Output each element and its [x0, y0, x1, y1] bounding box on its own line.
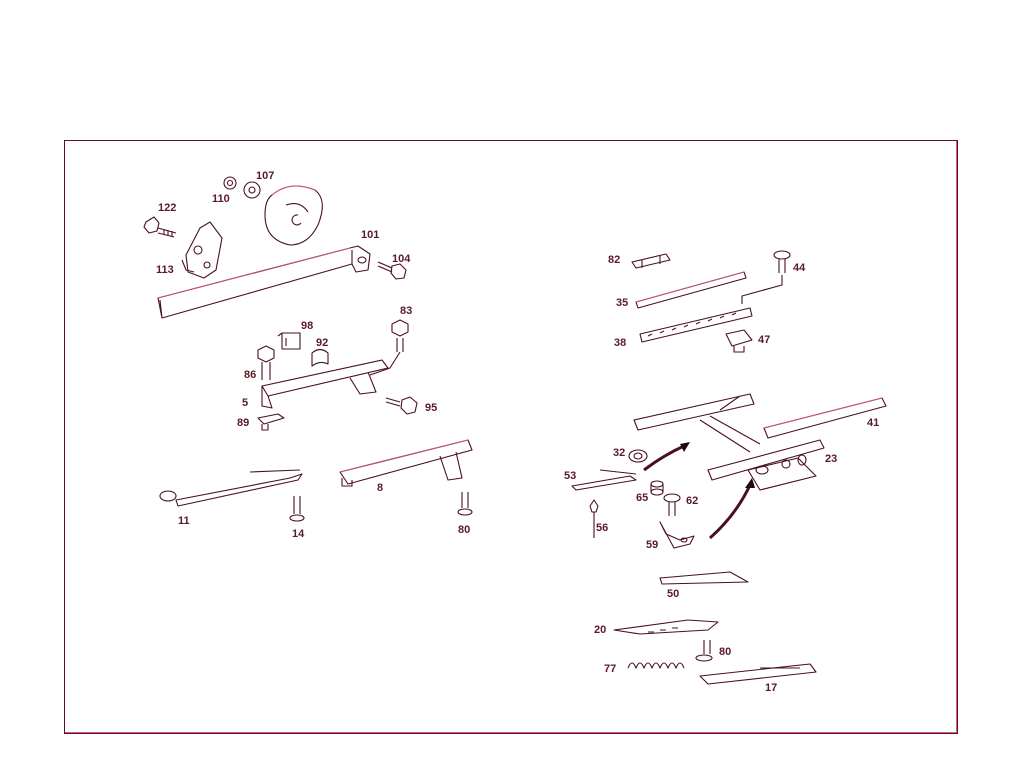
arrow-icon [643, 444, 752, 540]
diagram-frame [64, 140, 958, 734]
lever-53-icon [571, 469, 637, 491]
bracket-113-icon [181, 221, 223, 279]
callout-50[interactable]: 50 [667, 588, 680, 600]
plate-50-icon [659, 571, 749, 585]
callout-38[interactable]: 38 [614, 337, 627, 349]
callout-59[interactable]: 59 [646, 539, 659, 551]
slider-20-icon [613, 619, 719, 635]
plate-82-icon [631, 253, 671, 269]
callout-44[interactable]: 44 [793, 262, 806, 274]
screw-62-icon [663, 493, 681, 516]
callout-41[interactable]: 41 [867, 417, 880, 429]
callout-32[interactable]: 32 [613, 447, 626, 459]
callout-92[interactable]: 92 [316, 337, 329, 349]
rail-38-icon [639, 307, 753, 343]
callout-113[interactable]: 113 [156, 264, 174, 276]
callout-23[interactable]: 23 [825, 453, 838, 465]
callout-89[interactable]: 89 [237, 417, 250, 429]
washer-107-icon [243, 181, 261, 199]
callout-35[interactable]: 35 [616, 297, 629, 309]
callout-101[interactable]: 101 [361, 229, 380, 241]
sleeve-92-icon [311, 348, 329, 367]
callout-98[interactable]: 98 [301, 320, 314, 332]
screw-14-icon [289, 496, 305, 522]
spacer-65-icon [650, 480, 664, 496]
callout-47[interactable]: 47 [758, 334, 771, 346]
clip-98-icon [277, 332, 301, 350]
callout-14[interactable]: 14 [292, 528, 305, 540]
callout-62[interactable]: 62 [686, 495, 699, 507]
pin-56-icon [589, 499, 599, 538]
callout-107[interactable]: 107 [256, 170, 275, 182]
callout-104[interactable]: 104 [392, 253, 411, 265]
seat-frame-icon [633, 393, 825, 491]
screw-80-icon [457, 492, 473, 516]
callout-80b[interactable]: 80 [719, 646, 732, 658]
cover-cap-icon [264, 185, 323, 246]
washer-110-icon [223, 176, 237, 190]
callout-53[interactable]: 53 [564, 470, 577, 482]
nut-89-icon [257, 413, 285, 431]
screw-44-icon [741, 250, 791, 304]
clip-59-icon [659, 521, 695, 549]
nut-47-icon [725, 329, 753, 353]
callout-56[interactable]: 56 [596, 522, 609, 534]
screw-80b-icon [695, 640, 713, 662]
callout-110[interactable]: 110 [212, 193, 230, 205]
callout-8[interactable]: 8 [377, 482, 384, 494]
rail-101-icon [157, 245, 371, 319]
callout-95[interactable]: 95 [425, 402, 438, 414]
lever-11-icon [159, 469, 303, 507]
bolt-104-icon [377, 261, 407, 280]
callout-82[interactable]: 82 [608, 254, 621, 266]
callout-65[interactable]: 65 [636, 492, 649, 504]
lever-17-icon [699, 663, 817, 685]
rail-5-icon [261, 359, 389, 409]
rail-8-icon [339, 439, 473, 487]
callout-122[interactable]: 122 [158, 202, 177, 214]
bolt-86-icon [257, 345, 275, 380]
callout-17[interactable]: 17 [765, 682, 778, 694]
callout-83[interactable]: 83 [400, 305, 413, 317]
rail-35-icon [635, 271, 747, 309]
callout-5[interactable]: 5 [242, 397, 249, 409]
callout-80[interactable]: 80 [458, 524, 471, 536]
spring-77-icon [627, 662, 685, 669]
grommet-32-icon [628, 449, 648, 463]
callout-86[interactable]: 86 [244, 369, 257, 381]
callout-11[interactable]: 11 [178, 515, 190, 527]
bolt-83-icon [369, 319, 409, 376]
bolt-95-icon [385, 396, 418, 415]
callout-77[interactable]: 77 [604, 663, 617, 675]
bolt-122-icon [143, 216, 177, 238]
callout-20[interactable]: 20 [594, 624, 607, 636]
